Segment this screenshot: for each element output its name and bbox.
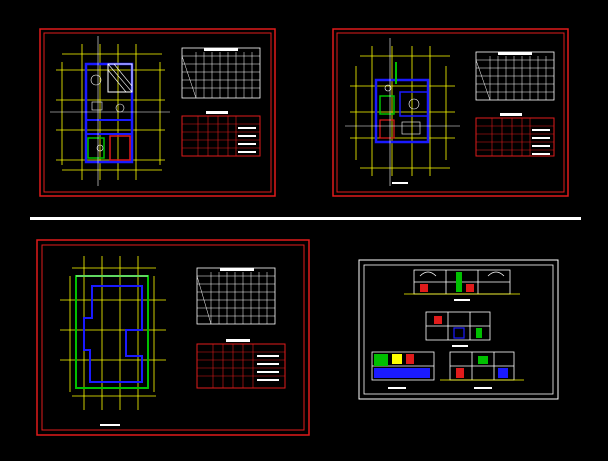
sheet-sections-elevations[interactable] bbox=[358, 259, 559, 400]
sheet-upper-floor-plan[interactable] bbox=[332, 28, 569, 197]
sheet-row-divider bbox=[30, 217, 581, 220]
sheet-roof-plan[interactable] bbox=[36, 239, 310, 436]
sheet-ground-floor-plan[interactable] bbox=[39, 28, 276, 197]
